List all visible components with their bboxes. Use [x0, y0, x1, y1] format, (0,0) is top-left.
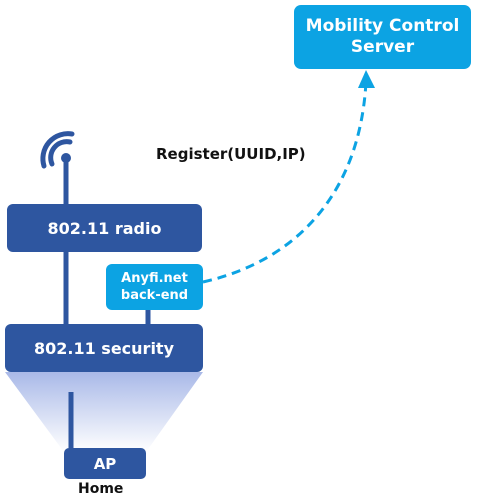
server-label-line1: Mobility Control	[305, 16, 460, 36]
anyfi-backend-box: Anyfi.net back-end	[106, 264, 203, 310]
coverage-beam	[5, 372, 203, 452]
ap-box: AP	[64, 448, 146, 479]
backend-label-line2: back-end	[120, 288, 189, 303]
home-label: Home	[78, 481, 124, 497]
wifi-icon	[40, 131, 75, 169]
radio-label: 802.11 radio	[47, 218, 162, 238]
security-label: 802.11 security	[33, 338, 174, 358]
register-label: Register(UUID,IP)	[156, 145, 306, 163]
security-box: 802.11 security	[5, 324, 203, 372]
ap-label: AP	[93, 454, 117, 473]
register-arrowhead	[358, 70, 375, 88]
register-arrow-path	[202, 81, 368, 284]
backend-label-line1: Anyfi.net	[121, 271, 188, 286]
mobility-control-server-box: Mobility Control Server	[294, 5, 471, 69]
radio-box: 802.11 radio	[7, 204, 202, 252]
server-label-line2: Server	[350, 37, 415, 57]
